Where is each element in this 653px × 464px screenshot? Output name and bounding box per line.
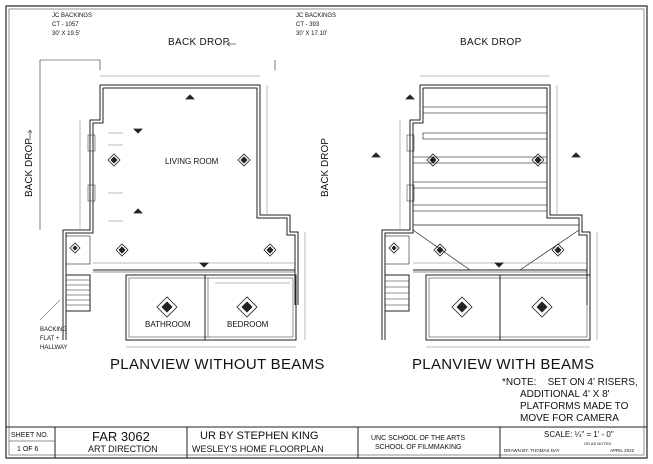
school-name-2: SCHOOL OF FILMMAKING: [375, 444, 462, 451]
school-name-1: UNC SCHOOL OF THE ARTS: [371, 435, 465, 442]
living-room-label: LIVING ROOM: [165, 157, 219, 166]
sheet-no-value: 1 OF 6: [17, 446, 39, 453]
jc-backings-right-2: CT - 393: [296, 22, 320, 28]
note-line-4: MOVE FOR CAMERA: [520, 413, 619, 424]
jc-backings-right-3: 30' X 17.10': [296, 31, 328, 37]
jc-backings-left-1: JC BACKINGS: [52, 13, 93, 19]
right-plan-walls: [381, 84, 591, 341]
note-line-1: SET ON 4' RISERS,: [547, 377, 638, 388]
course-subtitle: ART DIRECTION: [88, 444, 158, 454]
backing-line-3: HALLWAY: [40, 345, 68, 351]
bathroom-label: BATHROOM: [145, 320, 191, 329]
title-block-lines: [6, 426, 647, 458]
date-label: APRIL 2022: [610, 448, 635, 453]
production-title: UR BY STEPHEN KING: [200, 430, 319, 442]
backing-line-1: BACKING: [40, 327, 68, 333]
left-plan-title: PLANVIEW WITHOUT BEAMS: [110, 356, 325, 373]
drawn-by: DRAWN BY: THOMAS DAY: [504, 448, 560, 453]
side-backdrop-mid: BACK DROP: [320, 138, 331, 197]
note-prefix: *NOTE:: [502, 377, 537, 388]
scale-note: OR AS NOTED: [584, 441, 612, 446]
sheet-no-label: SHEET NO.: [11, 432, 49, 439]
course-number: FAR 3062: [92, 429, 150, 444]
note-line-3: PLATFORMS MADE TO: [520, 401, 629, 412]
side-backdrop-left: BACK DROP: [24, 138, 35, 197]
scale-label: SCALE: ¼" = 1' - 0": [544, 430, 614, 439]
bedroom-label: BEDROOM: [227, 320, 269, 329]
top-backdrop-left: BACK DROP: [168, 37, 230, 48]
backing-line-2: FLAT +: [40, 336, 60, 342]
jc-backings-left-3: 30' X 19.5': [52, 31, 80, 37]
top-backdrop-right: BACK DROP: [460, 37, 522, 48]
jc-backings-left-2: CT - 1057: [52, 22, 79, 28]
right-plan-title: PLANVIEW WITH BEAMS: [412, 356, 595, 373]
drawing-title: WESLEY'S HOME FLOORPLAN: [192, 444, 324, 454]
jc-backings-right-1: JC BACKINGS: [296, 13, 337, 19]
note-label: *NOTE: SET ON 4' RISERS,: [502, 377, 638, 388]
left-plan-walls: [62, 84, 299, 341]
note-line-2: ADDITIONAL 4' X 8': [520, 389, 610, 400]
